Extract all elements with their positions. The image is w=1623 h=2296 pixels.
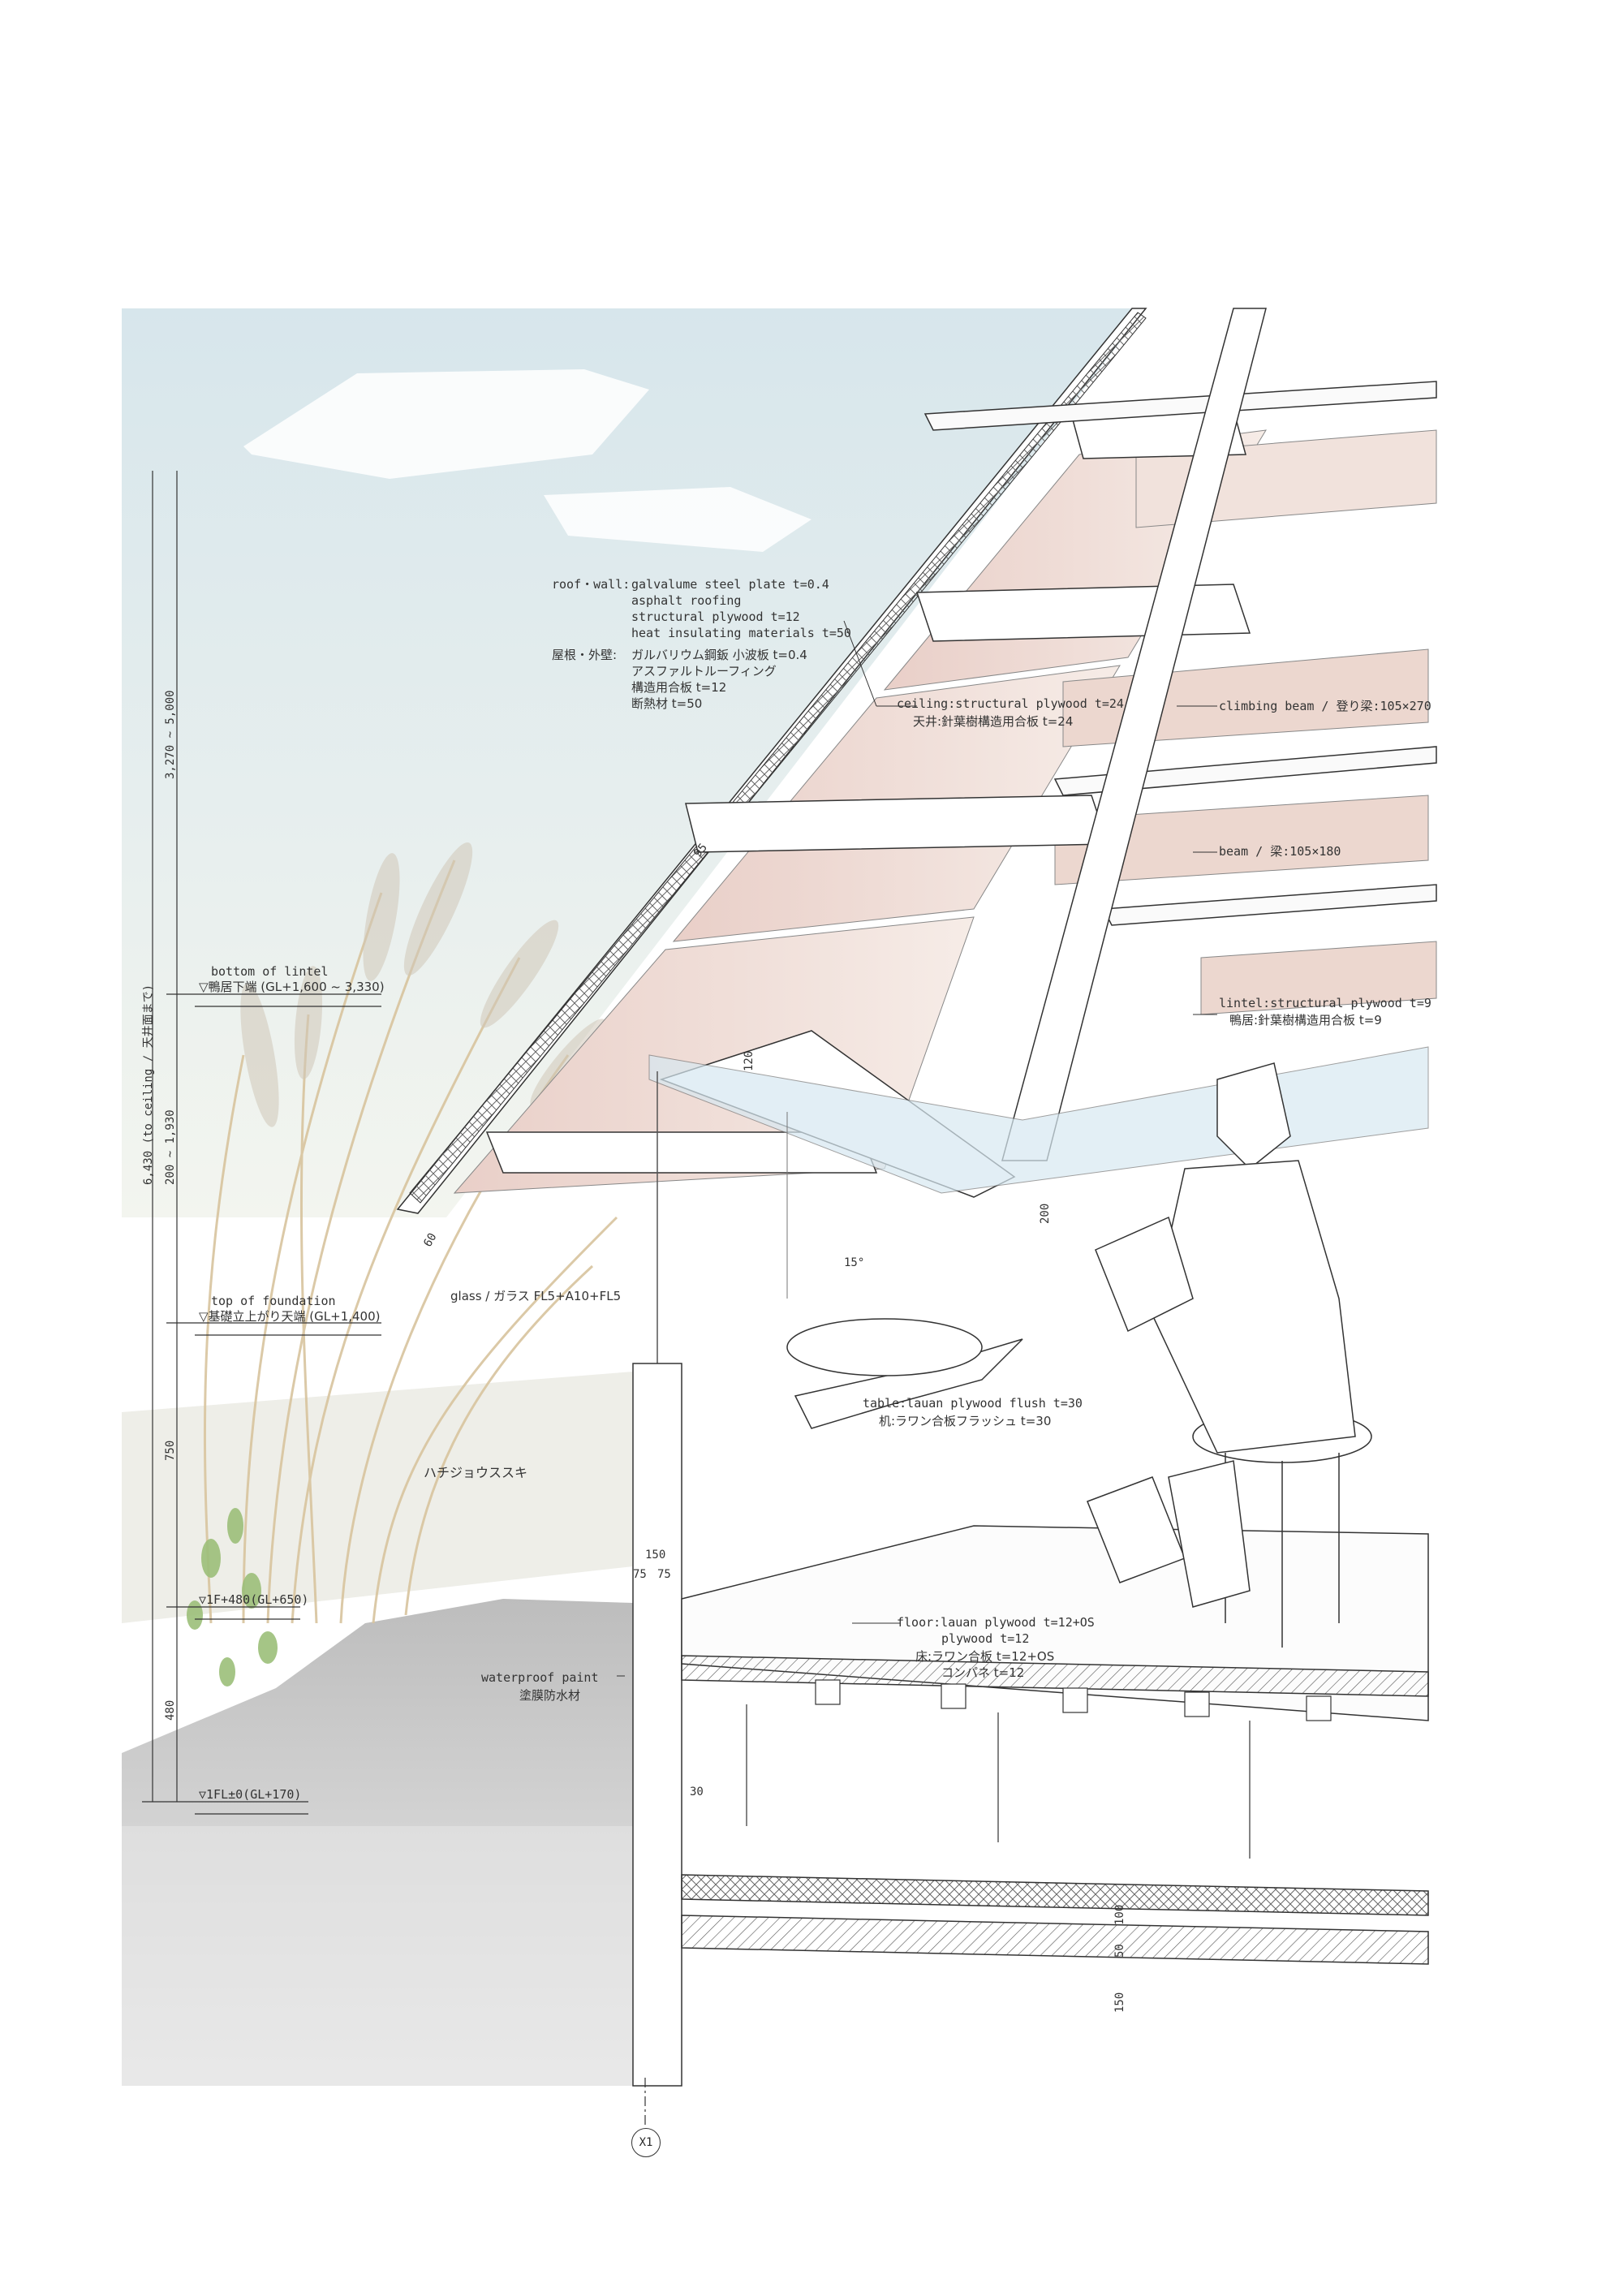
lintel-label-jp: 鴨居:針葉樹構造用合板 t=9 [1229,1013,1382,1027]
level-bottom-of-lintel-en: bottom of lintel [211,964,329,979]
dim-30: 30 [690,1786,704,1798]
ceiling-label-en: ceiling:structural plywood t=24 [897,696,1124,711]
dim-upper: 3,270 ~ 5,000 [164,690,177,779]
interior [632,1318,1429,2087]
roof-label-jp-line2: アスファルトルーフィング [631,664,777,678]
roof-label-en-line2: asphalt roofing [631,593,742,608]
grass-species-label: ハチジョウススキ [424,1465,528,1480]
dim-50: 50 [1113,1944,1126,1958]
level-bottom-of-lintel-jp: ▽鴨居下端 (GL+1,600 ~ 3,330) [199,980,385,994]
level-1f-480: ▽1F+480(GL+650) [199,1592,309,1607]
leader-lines [617,620,1217,1677]
dim-120: 120 [743,1050,756,1071]
floor-label-en-l2: plywood t=12 [941,1631,1030,1646]
dim-total: 6,430 (to ceiling / 天井面まで) [142,984,155,1185]
dim-750: 750 [164,1440,177,1461]
floor-label-jp-l1: 床:ラワン合板 t=12+OS [915,1649,1055,1664]
beam-label: beam / 梁:105×180 [1219,844,1341,859]
dim-150-bottom: 150 [1113,1992,1126,2013]
green-shrub [187,1508,278,1686]
seated-figure [1087,1062,1356,1608]
floor-label-jp-l2: コンパネ t=12 [941,1665,1025,1680]
pampas-grass [203,859,618,1624]
climbing-beam-label: climbing beam / 登り梁:105×270 [1219,699,1431,713]
dim-480: 480 [164,1699,177,1721]
cloud [243,369,649,479]
dim-75-right: 75 [657,1568,671,1581]
level-top-of-foundation-jp: ▽基礎立上がり天端 (GL+1,400) [199,1309,381,1324]
dim-15-degree: 15° [844,1256,865,1269]
level-top-of-foundation-en: top of foundation [211,1294,336,1308]
roof-label-en-title: roof・wall: [552,577,631,592]
ground-lower [122,1826,633,2086]
roof-label-jp-title: 屋根・外壁: [552,648,618,662]
roof-label-en-line3: structural plywood t=12 [631,610,800,624]
floor-joists [746,1679,1332,1859]
roof-label-jp-line3: 構造用合板 t=12 [631,680,727,695]
level-1fl-0: ▽1FL±0(GL+170) [199,1787,302,1802]
glass-label: glass / ガラス FL5+A10+FL5 [450,1289,622,1303]
roof-label-en-line4: heat insulating materials t=50 [631,626,851,640]
dim-150: 150 [645,1549,666,1562]
floor-label-en-l1: floor:lauan plywood t=12+OS [897,1615,1095,1630]
lintel-label-en: lintel:structural plywood t=9 [1219,996,1431,1010]
dim-75-left: 75 [633,1568,647,1581]
ceiling-label-jp: 天井:針葉樹構造用合板 t=24 [913,714,1074,729]
cloud-small [544,487,812,552]
dim-mid: 200 ~ 1,930 [164,1109,177,1185]
roof-insulation [409,312,1147,1204]
roof-label-jp-line4: 断熱材 t=50 [631,696,703,711]
sky [122,308,1146,1217]
roof-label-jp-line1: ガルバリウム鋼鈑 小波板 t=0.4 [631,648,807,662]
grid-marker-x1: X1 [631,2128,661,2157]
gravel-area [122,1372,633,1623]
table-label-jp: 机:ラワン合板フラッシュ t=30 [879,1414,1052,1428]
dimension-lines [142,471,381,1815]
roof-label-en-line1: galvalume steel plate t=0.4 [631,577,829,592]
waterproof-label-en: waterproof paint [481,1670,599,1685]
table-label-en: table:lauan plywood flush t=30 [863,1396,1083,1411]
dim-100: 100 [1113,1904,1126,1925]
waterproof-label-jp: 塗膜防水材 [519,1688,581,1703]
dim-200: 200 [1039,1203,1052,1224]
